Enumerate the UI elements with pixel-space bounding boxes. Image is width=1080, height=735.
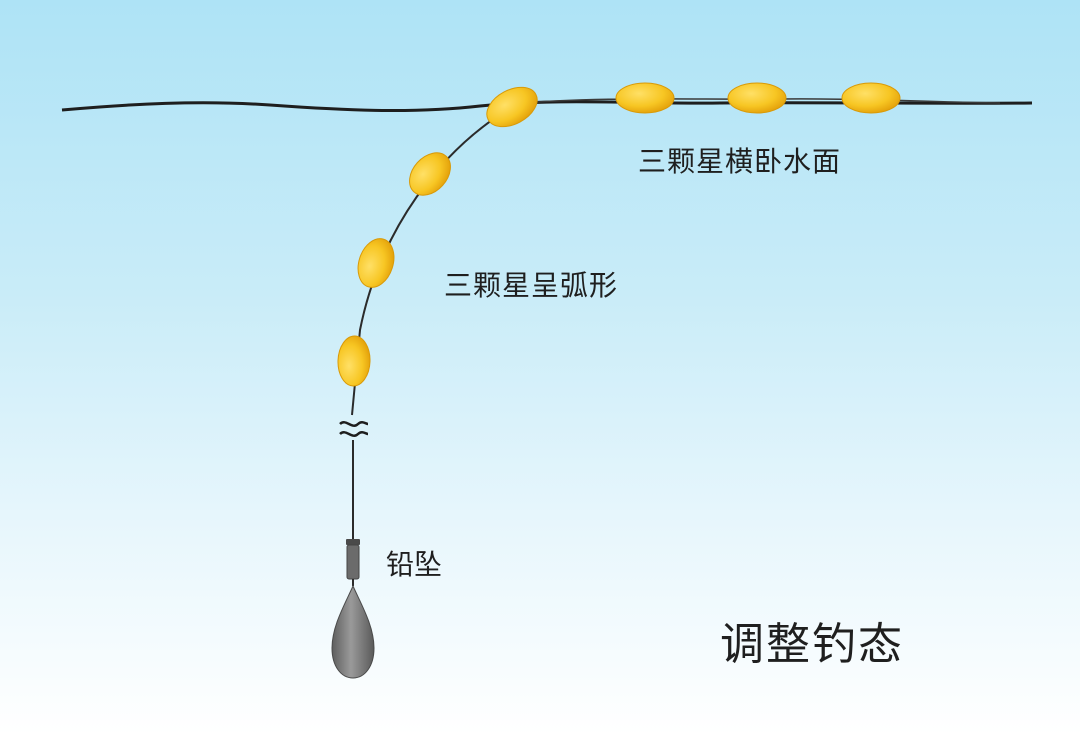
label-sinker: 铅坠 <box>386 548 443 581</box>
float-bead-icon <box>841 82 901 114</box>
float-bead-icon <box>409 152 451 196</box>
lead-sinker-icon <box>331 539 375 679</box>
float-bead-icon <box>337 335 371 387</box>
fishing-line-arc <box>351 106 513 416</box>
diagram-title: 调整钓态 <box>720 619 904 670</box>
float-bead-icon <box>727 82 787 114</box>
float-bead-icon <box>357 238 395 288</box>
line-break-icon <box>339 420 369 437</box>
label-beads-horizontal: 三颗星横卧水面 <box>638 145 842 178</box>
label-beads-arc: 三颗星呈弧形 <box>444 269 619 302</box>
float-bead-icon <box>486 86 538 128</box>
float-bead-icon <box>615 82 675 114</box>
